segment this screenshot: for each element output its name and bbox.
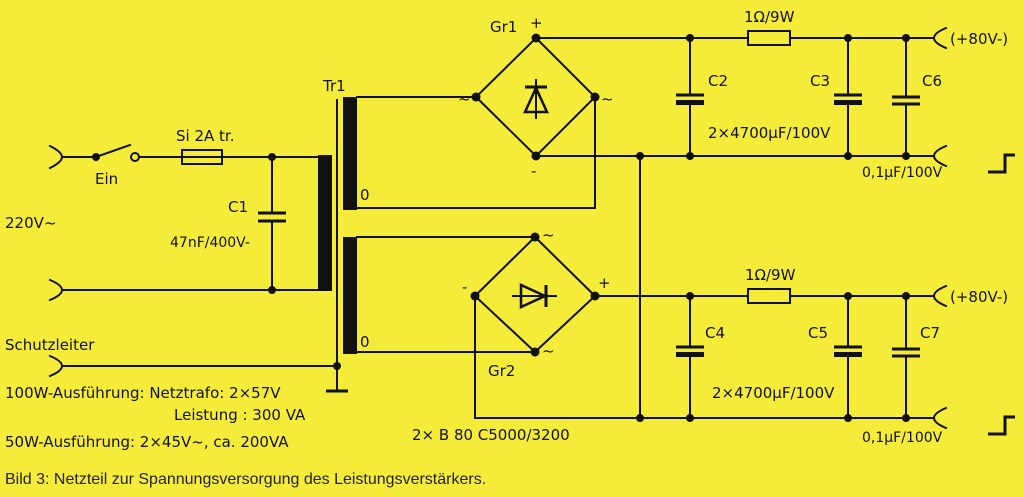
switch-label: Ein	[95, 170, 118, 188]
protective-earth-label: Schutzleiter	[5, 336, 95, 354]
ground-symbol-lower	[988, 415, 1015, 436]
resistor-upper	[747, 30, 791, 46]
resistor-upper-value: 1Ω/9W	[744, 8, 795, 26]
gr1-ac-left: ~	[458, 90, 471, 108]
c2-plate	[676, 100, 704, 105]
mains-switch	[94, 143, 132, 159]
secondary-winding-2	[343, 237, 357, 354]
input-terminal-2	[48, 278, 64, 302]
output-lower-plus	[932, 284, 948, 308]
lower-film-value: 0,1µF/100V	[862, 430, 943, 446]
fuse-label: Si 2A tr.	[176, 127, 234, 145]
gr2-ac-bottom: ~	[542, 342, 555, 360]
gr2-ac-top: ~	[542, 226, 555, 244]
gr2-name: Gr2	[488, 362, 515, 380]
gr1-ac-right: ~	[601, 90, 614, 108]
secondary-winding-1	[343, 97, 357, 210]
figure-caption: Bild 3: Netzteil zur Spannungsversorgung…	[5, 471, 486, 488]
note-100w: 100W-Ausführung: Netztrafo: 2×57V	[5, 384, 281, 402]
output-upper-plus	[932, 26, 948, 50]
rectifier-type: 2× B 80 C5000/3200	[412, 426, 570, 444]
c1-value: 47nF/400V-	[170, 235, 250, 251]
note-100w-power: Leistung : 300 VA	[174, 406, 306, 424]
lower-output-label: (+80V-)	[950, 288, 1008, 306]
c5-plate	[834, 352, 862, 357]
c6-name: C6	[922, 72, 942, 90]
gr2-plus: +	[598, 274, 611, 292]
ground-symbol-upper	[988, 153, 1015, 174]
c4-name: C4	[705, 324, 725, 342]
upper-film-value: 0,1µF/100V	[862, 165, 943, 181]
transformer-name: Tr1	[322, 77, 346, 95]
upper-output-label: (+80V-)	[950, 30, 1008, 48]
c2-name: C2	[708, 72, 728, 90]
bridge-gr2	[473, 235, 597, 354]
gr1-name: Gr1	[490, 18, 517, 36]
tap-bottom-label: 0	[360, 333, 370, 351]
output-upper-ground	[932, 144, 948, 168]
c5-name: C5	[808, 324, 828, 342]
mains-voltage-label: 220V~	[5, 214, 56, 232]
earth-terminal	[48, 354, 64, 378]
tap-top-label: 0	[360, 186, 370, 204]
c7-name: C7	[920, 324, 940, 342]
resistor-lower-value: 1Ω/9W	[745, 266, 796, 284]
input-terminal-1	[48, 144, 64, 170]
output-lower-ground	[932, 406, 948, 430]
lower-elko-value: 2×4700µF/100V	[712, 384, 835, 402]
gr2-minus: -	[462, 278, 467, 296]
c1-name: C1	[228, 198, 248, 216]
c3-plate	[834, 100, 862, 105]
c4-plate	[676, 352, 704, 357]
c3-name: C3	[810, 72, 830, 90]
gr1-plus: +	[530, 14, 543, 32]
upper-elko-value: 2×4700µF/100V	[708, 124, 831, 142]
resistor-lower	[747, 288, 791, 304]
gr1-minus: -	[531, 162, 536, 180]
note-50w: 50W-Ausführung: 2×45V~, ca. 200VA	[5, 433, 289, 451]
primary-winding	[318, 155, 332, 291]
